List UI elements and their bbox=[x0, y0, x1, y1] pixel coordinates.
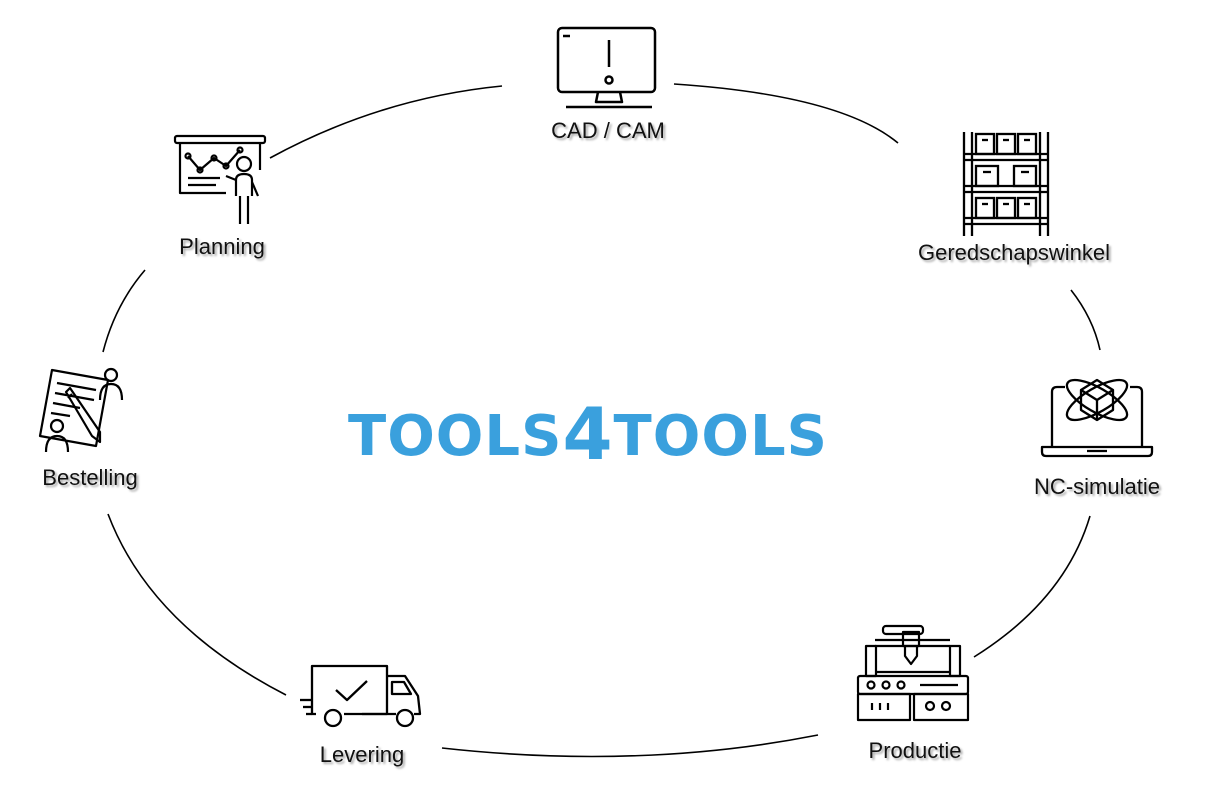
logo-number: 4 bbox=[562, 392, 614, 476]
laptop-3d-cube-icon bbox=[1040, 378, 1154, 458]
cycle-arcs bbox=[102, 83, 1101, 758]
warehouse-shelves-icon bbox=[962, 132, 1050, 236]
arc-geredschapswinkel-to-ncsimulatie bbox=[1070, 289, 1101, 351]
arc-bestelling-to-planning bbox=[102, 269, 146, 353]
arc-productie-to-levering bbox=[441, 734, 819, 758]
arc-cadcam-to-geredschapswinkel bbox=[673, 83, 899, 144]
logo-prefix: TOOLS bbox=[348, 404, 563, 469]
cnc-machine-icon bbox=[856, 624, 970, 722]
node-label-levering: Levering bbox=[319, 742, 405, 767]
arc-levering-to-bestelling bbox=[107, 513, 287, 696]
node-label-cad-cam: CAD / CAM bbox=[551, 118, 665, 143]
tools4tools-logo: TOOLS4TOOLS bbox=[348, 388, 828, 476]
node-label-nc-simulatie: NC-simulatie bbox=[1034, 474, 1160, 499]
contract-signing-icon bbox=[38, 367, 124, 453]
arc-planning-to-cadcam bbox=[269, 85, 503, 159]
node-label-bestelling: Bestelling bbox=[42, 465, 138, 490]
delivery-truck-icon bbox=[300, 664, 422, 728]
node-label-productie: Productie bbox=[868, 738, 962, 763]
node-label-planning: Planning bbox=[179, 234, 265, 259]
monitor-icon bbox=[556, 26, 657, 109]
arc-ncsimulatie-to-productie bbox=[973, 515, 1091, 658]
presentation-board-icon bbox=[173, 134, 267, 224]
logo-suffix: TOOLS bbox=[613, 404, 828, 469]
node-label-geredschapswinkel: Geredschapswinkel bbox=[918, 240, 1110, 265]
